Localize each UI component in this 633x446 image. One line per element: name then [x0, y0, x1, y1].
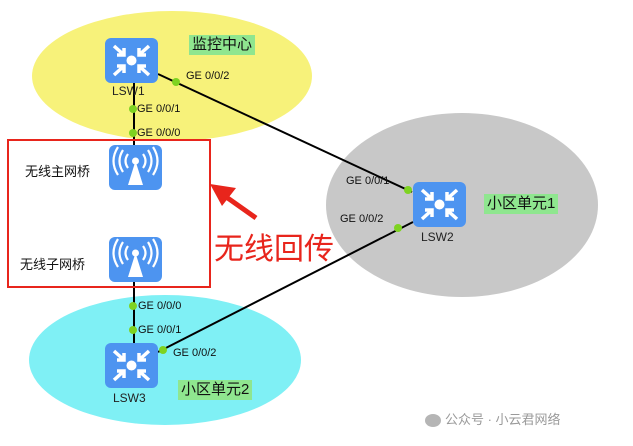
device-label-lsw1: LSW1 — [112, 84, 145, 98]
watermark: 公众号 · 小云君网络 — [425, 409, 561, 428]
zone-label-monitor-center: 监控中心 — [189, 35, 256, 55]
device-label-ap-root: 无线主网桥 — [25, 164, 91, 179]
link-lsw2-lsw3 — [157, 221, 414, 353]
switch-icon-lsw2[interactable] — [411, 180, 468, 229]
zone-label-unit-1: 小区单元1 — [484, 194, 559, 214]
port-dots — [129, 78, 412, 354]
arrow-icon — [210, 184, 258, 221]
port-label: GE 0/0/0 — [138, 300, 182, 312]
wireless-backhaul-box — [7, 139, 211, 288]
device-label-lsw3: LSW3 — [113, 391, 146, 405]
port-label: GE 0/0/2 — [186, 70, 230, 82]
link-lsw1-lsw2 — [157, 73, 413, 193]
zone-unit-2 — [29, 295, 301, 425]
wireless-bridge-icon-root[interactable] — [107, 143, 164, 192]
watermark-text: 公众号 · 小云君网络 — [445, 412, 561, 427]
port-label: GE 0/0/0 — [137, 127, 181, 139]
switch-icon-lsw3[interactable] — [103, 341, 160, 390]
wireless-backhaul-annotation: 无线回传 — [214, 233, 334, 266]
wireless-bridge-icon-sub[interactable] — [107, 235, 164, 284]
port-label: GE 0/0/1 — [137, 103, 181, 115]
zone-label-unit-2: 小区单元2 — [178, 380, 253, 400]
port-label: GE 0/0/2 — [340, 213, 384, 225]
wechat-icon — [425, 414, 441, 428]
port-label: GE 0/0/1 — [346, 175, 390, 187]
port-label: GE 0/0/1 — [138, 324, 182, 336]
device-label-ap-sub: 无线子网桥 — [20, 257, 86, 272]
port-label: GE 0/0/2 — [173, 347, 217, 359]
zone-monitor-center — [32, 11, 312, 141]
switch-icon-lsw1[interactable] — [103, 36, 160, 85]
device-label-lsw2: LSW2 — [421, 230, 454, 244]
